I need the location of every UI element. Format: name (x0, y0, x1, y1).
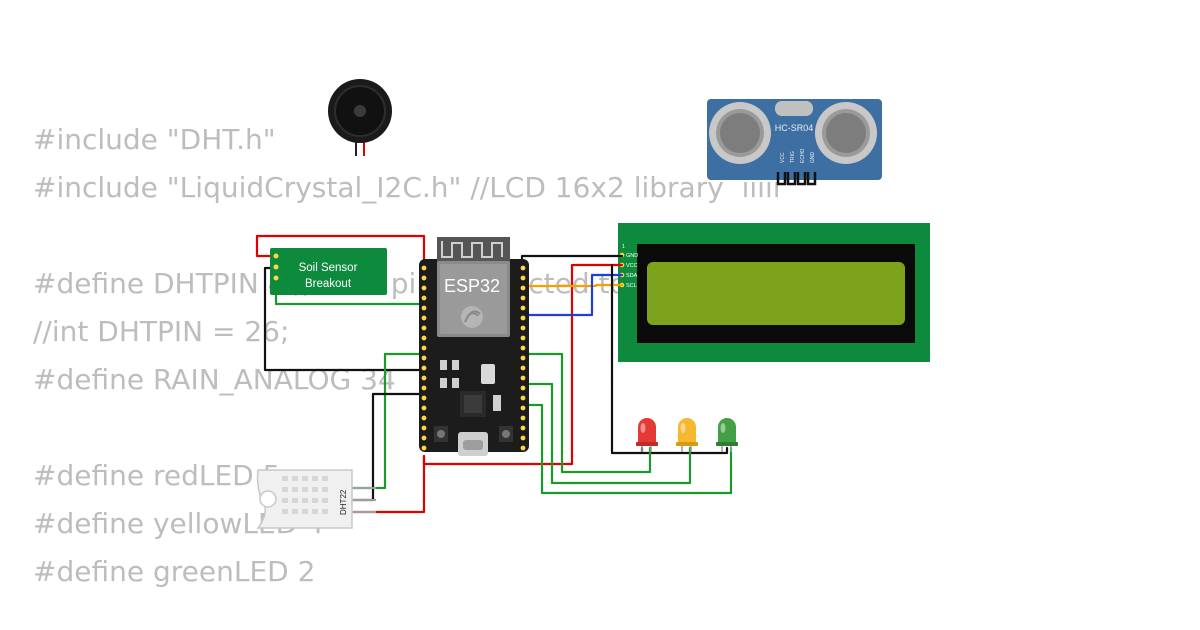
ultrasonic-pin-label: TRIG (790, 151, 796, 163)
soil-sensor-breakout[interactable]: Soil Sensor Breakout (270, 248, 387, 295)
led-green[interactable] (716, 418, 738, 452)
soil-sensor-label-line2: Breakout (305, 278, 352, 290)
ultrasonic-sensor[interactable]: HC-SR04 VCC TRIG ECHO GND (707, 99, 882, 186)
code-line: #include "DHT.h" (33, 123, 276, 156)
dht22-label: DHT22 (339, 489, 348, 515)
code-line: #define redLED 5 (33, 459, 281, 492)
code-line: #define RAIN_ANALOG 34 (33, 363, 396, 396)
code-line: #include "LiquidCrystal_I2C.h" //LCD 16x… (33, 171, 781, 204)
lcd-display[interactable]: 1 GND VCC SDA SCL (618, 223, 930, 362)
ultrasonic-pin-label: GND (810, 152, 816, 164)
code-editor-text: #include "DHT.h" #include "LiquidCrystal… (33, 116, 852, 596)
lcd-pin-label: SCL (626, 283, 637, 289)
code-line: //int DHTPIN = 26; (33, 315, 290, 348)
esp32-label: ESP32 (444, 276, 500, 296)
led-red[interactable] (636, 418, 658, 452)
buzzer[interactable] (328, 79, 392, 156)
led-yellow[interactable] (676, 418, 698, 452)
esp32-board[interactable]: ESP32 (419, 237, 529, 456)
lcd-pin-index: 1 (622, 244, 625, 250)
lcd-pin-label: GND (626, 253, 638, 259)
lcd-pin-label: VCC (626, 263, 638, 269)
lcd-pin-label: SDA (626, 273, 638, 279)
ultrasonic-pin-label: ECHO (800, 148, 806, 163)
soil-sensor-label-line1: Soil Sensor (299, 262, 358, 274)
ultrasonic-pin-label: VCC (780, 152, 786, 163)
code-line: #define greenLED 2 (33, 555, 316, 588)
dht22-sensor[interactable]: DHT22 (256, 469, 377, 529)
ultrasonic-label: HC-SR04 (775, 123, 814, 133)
